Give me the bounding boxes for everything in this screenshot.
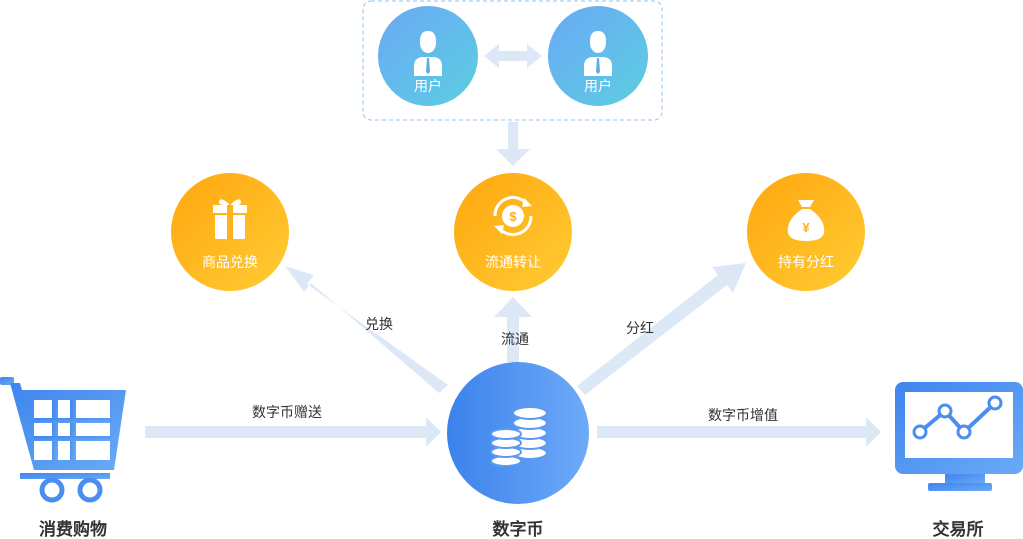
arrow-shopping-to-coin (145, 417, 441, 447)
user-right-circle (548, 6, 648, 106)
edge-label-appreciation: 数字币增值 (708, 407, 778, 423)
user-left-circle (378, 6, 478, 106)
users-group-box (362, 0, 663, 121)
arrow-users-to-circulation (496, 122, 530, 166)
arrow-coin-to-dividend (577, 263, 746, 395)
user-node-right: 用户 (548, 6, 648, 106)
user-right-label: 用户 (584, 78, 612, 94)
circulation-node: $ 流通转让 (454, 173, 572, 291)
edge-label-dividend: 分红 (626, 320, 654, 336)
user-left-label: 用户 (414, 78, 442, 94)
gift-icon (213, 199, 247, 240)
money-bag-icon: ¥ (787, 200, 825, 241)
monitor-chart-icon (895, 382, 1023, 491)
digital-coin-node (447, 362, 589, 504)
exchange-node (895, 382, 1023, 491)
user-icon (584, 31, 612, 76)
edge-label-exchange: 兑换 (365, 316, 393, 332)
arrow-coin-to-goods (285, 266, 448, 393)
shopping-node (0, 377, 126, 503)
edge-label-circulation: 流通 (501, 331, 529, 347)
edge-label-gift: 数字币赠送 (252, 404, 322, 420)
bidirectional-arrow (484, 44, 542, 68)
digital-coin-label: 数字币 (493, 519, 544, 539)
coin-stack-icon (490, 406, 548, 467)
goods-exchange-label: 商品兑换 (202, 254, 258, 270)
user-icon (414, 31, 442, 76)
coin-cycle-icon: $ (493, 195, 533, 237)
arrows (145, 44, 881, 447)
goods-exchange-node: 商品兑换 (171, 173, 289, 291)
shopping-label: 消费购物 (39, 519, 107, 539)
circulation-label: 流通转让 (485, 254, 541, 270)
arrow-coin-to-circulation (494, 297, 532, 362)
svg-text:¥: ¥ (802, 220, 810, 235)
arrow-coin-to-exchange (597, 417, 881, 447)
shopping-cart-icon (0, 377, 126, 503)
dividend-node: ¥ 持有分红 (747, 173, 865, 291)
exchange-label: 交易所 (933, 519, 984, 539)
user-node-left: 用户 (378, 6, 478, 106)
circulation-circle (454, 173, 572, 291)
dividend-label: 持有分红 (778, 254, 834, 270)
svg-text:$: $ (509, 209, 517, 224)
